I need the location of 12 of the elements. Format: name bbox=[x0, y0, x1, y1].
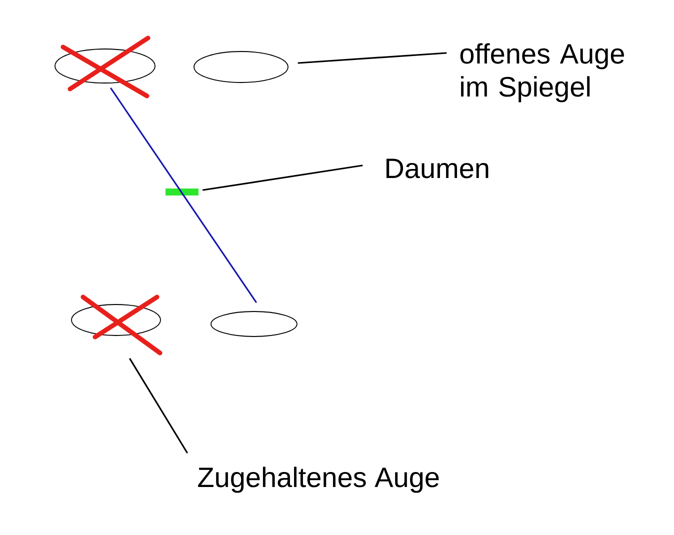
callout-label: Zugehaltenes Auge bbox=[198, 466, 439, 493]
thumb-bar bbox=[166, 188, 198, 196]
eye-outline bbox=[54, 48, 156, 84]
callout-label: offenes Auge im Spiegel bbox=[460, 43, 624, 102]
eye-outline bbox=[71, 304, 161, 336]
eye-outline bbox=[210, 311, 298, 337]
leader-line bbox=[202, 164, 363, 191]
sight-line bbox=[110, 88, 257, 303]
eye-outline bbox=[194, 51, 288, 83]
leader-line bbox=[129, 358, 188, 454]
callout-label: Daumen bbox=[386, 158, 488, 178]
leader-line bbox=[298, 52, 447, 64]
